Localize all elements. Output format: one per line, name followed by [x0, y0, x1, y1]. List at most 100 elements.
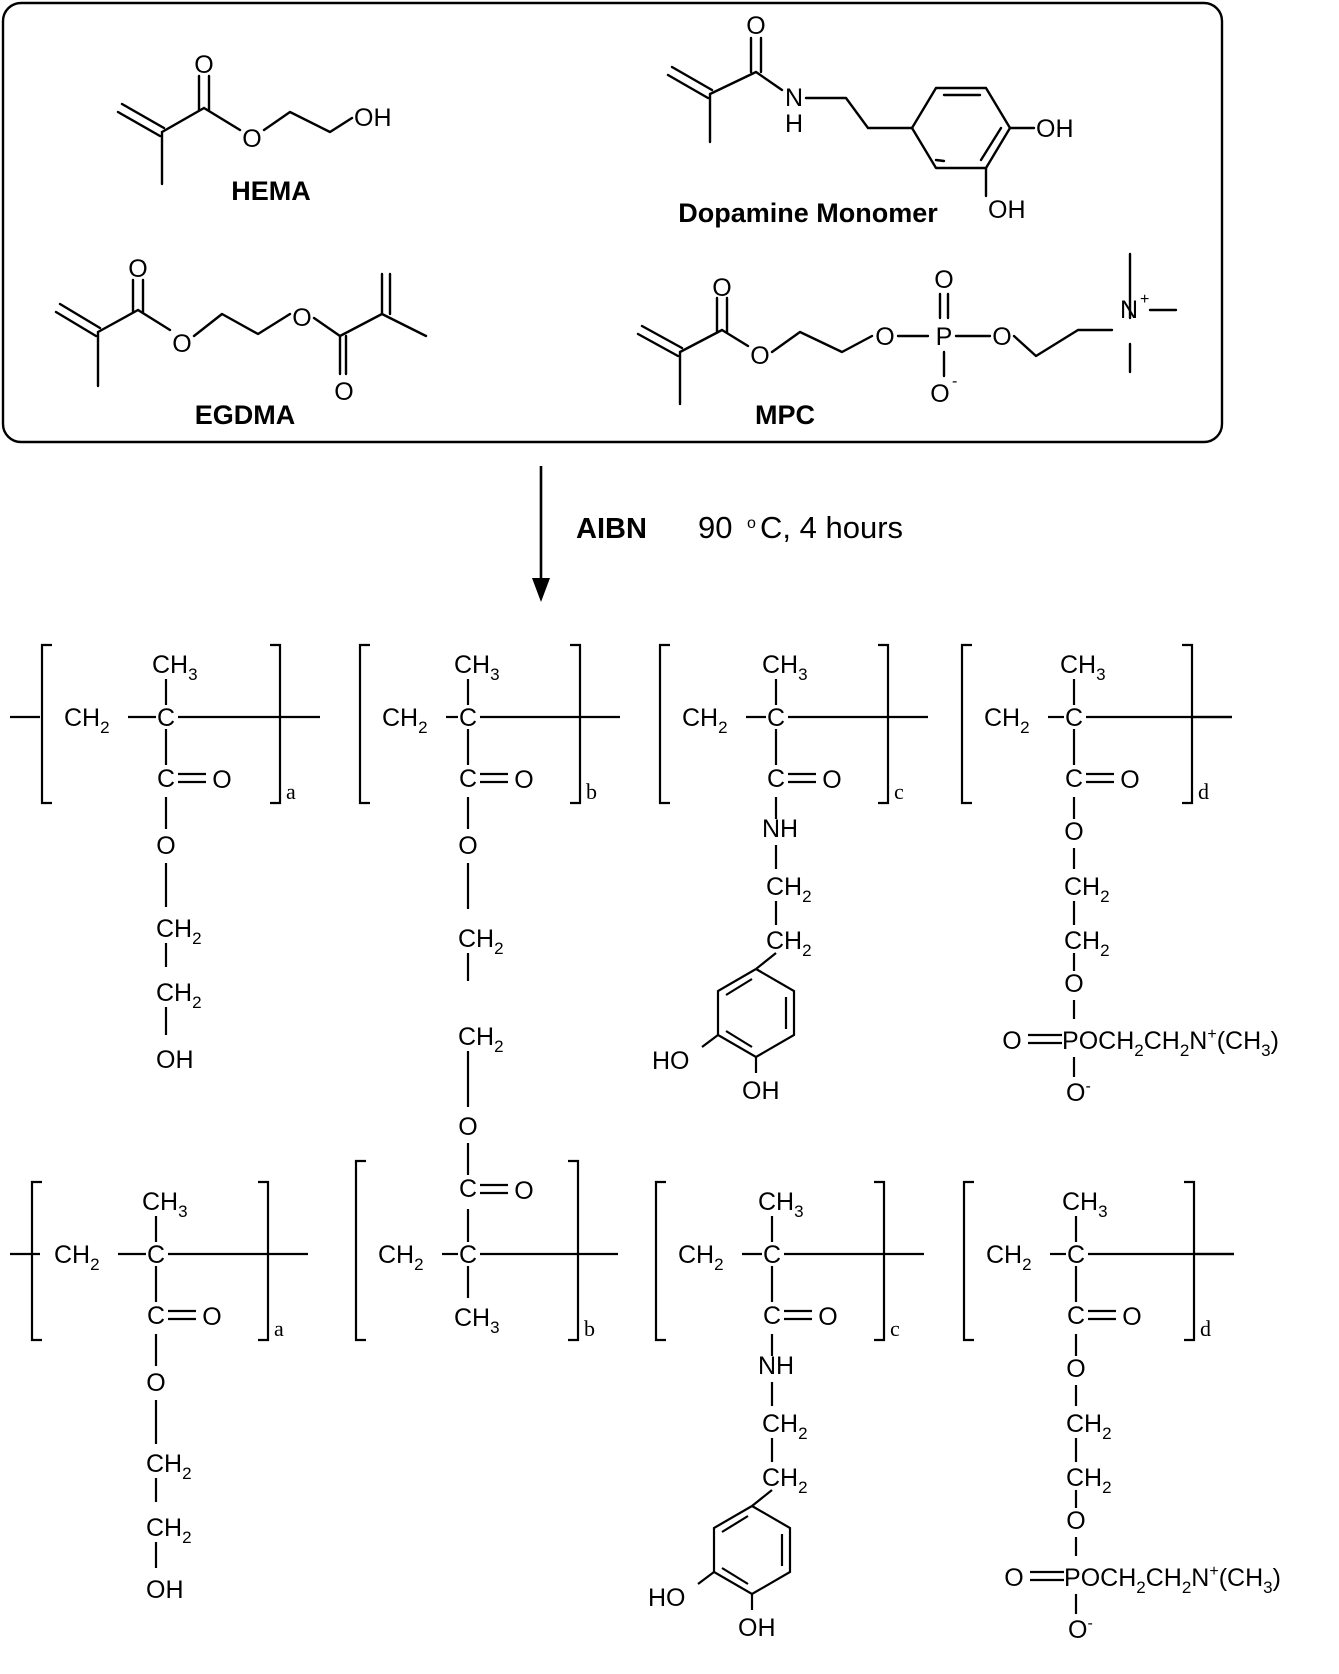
mpc-n-plus: +: [1140, 291, 1149, 308]
initiator-label: AIBN: [576, 513, 647, 545]
ch2-sidechain: CH2: [146, 1514, 192, 1547]
mpc-o-bridge-1: O: [875, 323, 894, 351]
egdma-o-ester-1: O: [172, 330, 191, 358]
repeat-subscript: b: [584, 1316, 595, 1341]
ch2-sidechain: CH2: [766, 927, 812, 960]
egdma-o-ester-2: O: [292, 304, 311, 332]
carbonyl-oxygen: O: [818, 1303, 837, 1331]
mpc-o-minus: O: [930, 380, 949, 408]
ch2-sidechain: CH2: [1066, 1410, 1112, 1443]
dopamine-n: N: [785, 84, 803, 112]
mpc-o-carbonyl: O: [712, 274, 731, 302]
mpc-o-double: O: [934, 266, 953, 294]
phosphoryl-oxygen: O: [1004, 1564, 1023, 1592]
ch2-backbone: CH2: [678, 1241, 724, 1274]
mpc-n: N: [1120, 296, 1138, 324]
bracket-right: [568, 1159, 580, 1342]
ester-oxygen: O: [1064, 818, 1083, 846]
ch2-sidechain: CH2: [146, 1450, 192, 1483]
bracket-right: [878, 643, 890, 805]
monomer-box: [1, 1, 1224, 444]
ch2-sidechain: CH2: [458, 925, 504, 958]
ch2-backbone: CH2: [64, 704, 110, 737]
carbonyl-oxygen: O: [822, 766, 841, 794]
conditions-temp: 90: [698, 510, 732, 545]
dopamine-oh-para: OH: [1036, 115, 1074, 143]
carbonyl-carbon: C: [1065, 765, 1083, 793]
mpc-minus: -: [952, 373, 957, 390]
quaternary-carbon: C: [1065, 704, 1083, 732]
ch2-sidechain: CH2: [156, 979, 202, 1012]
bracket-left: [962, 1180, 974, 1342]
bracket-right: [258, 1180, 270, 1342]
bracket-left: [658, 643, 670, 805]
quaternary-carbon: C: [459, 704, 477, 732]
bracket-left: [40, 643, 52, 805]
quaternary-carbon: C: [763, 1241, 781, 1269]
phosphocholine-group: POCH2CH2N+(CH3): [1062, 1026, 1279, 1060]
dopamine-monomer-structure: O N H OH OH Dopamine Monomer: [666, 12, 1074, 228]
ch2-backbone: CH2: [682, 704, 728, 737]
ch2-backbone: CH2: [986, 1241, 1032, 1274]
bracket-left: [354, 1159, 366, 1342]
bracket-right: [570, 643, 582, 805]
aromatic-bond: [721, 1515, 749, 1533]
aromatic-bond: [725, 1030, 753, 1048]
carbonyl-carbon: C: [763, 1302, 781, 1330]
methyl-group: CH3: [454, 1304, 500, 1337]
phosphoryl-oxygen: O: [1002, 1027, 1021, 1055]
ch2-sidechain: CH2: [766, 873, 812, 906]
hema-structure: O O OH HEMA: [116, 51, 392, 206]
methyl-group: CH3: [1062, 1188, 1108, 1221]
hema-o-ester: O: [242, 125, 261, 153]
methyl-group: CH3: [762, 651, 808, 684]
ch2-backbone: CH2: [378, 1241, 424, 1274]
ester-oxygen: O: [458, 1113, 477, 1141]
egdma-o-carbonyl-2: O: [334, 378, 353, 406]
ester-oxygen: O: [146, 1369, 165, 1397]
hema-o-carbonyl: O: [194, 51, 213, 79]
dopamine-label: Dopamine Monomer: [678, 198, 938, 228]
aromatic-bond: [721, 1567, 749, 1585]
repeat-subscript: d: [1198, 779, 1209, 804]
ch2-sidechain: CH2: [1064, 927, 1110, 960]
quaternary-carbon: C: [459, 1241, 477, 1269]
bracket-left: [358, 643, 370, 805]
ch2-sidechain: CH2: [1064, 873, 1110, 906]
ch2-sidechain: CH2: [1066, 1464, 1112, 1497]
repeat-subscript: a: [274, 1316, 284, 1341]
bracket-right: [1184, 1180, 1196, 1342]
hydroxyl: OH: [156, 1046, 194, 1074]
hydroxyl: OH: [146, 1576, 184, 1604]
repeat-subscript: c: [890, 1316, 900, 1341]
phosphocholine-group: POCH2CH2N+(CH3): [1064, 1563, 1281, 1597]
ester-oxygen: O: [156, 832, 175, 860]
bracket-right: [874, 1180, 886, 1342]
ester-oxygen: O: [458, 832, 477, 860]
benzene-ring: [712, 1505, 792, 1596]
mpc-o-bridge-2: O: [992, 323, 1011, 351]
chain-bond: [751, 1489, 773, 1507]
hydroxyl-meta: HO: [652, 1047, 690, 1075]
repeat-subscript: b: [586, 779, 597, 804]
carbonyl-carbon: C: [767, 765, 785, 793]
ch2-sidechain: CH2: [156, 915, 202, 948]
repeat-subscript: a: [286, 779, 296, 804]
reaction-arrow: [532, 466, 550, 602]
ch2-sidechain: CH2: [762, 1410, 808, 1443]
hydroxyl-bond: [701, 1034, 719, 1048]
amide-nh: NH: [762, 815, 798, 843]
carbonyl-carbon: C: [157, 765, 175, 793]
carbonyl-oxygen: O: [514, 766, 533, 794]
methyl-group: CH3: [152, 651, 198, 684]
dopamine-oh-meta: OH: [988, 196, 1026, 224]
mpc-o-ester: O: [750, 342, 769, 370]
phosphate-oxygen: O: [1066, 1507, 1085, 1535]
benzene-ring: [716, 968, 796, 1059]
quaternary-carbon: C: [157, 704, 175, 732]
mpc-p: P: [936, 323, 953, 351]
quaternary-carbon: C: [147, 1241, 165, 1269]
aromatic-bond: [725, 978, 753, 996]
bracket-left: [960, 643, 972, 805]
